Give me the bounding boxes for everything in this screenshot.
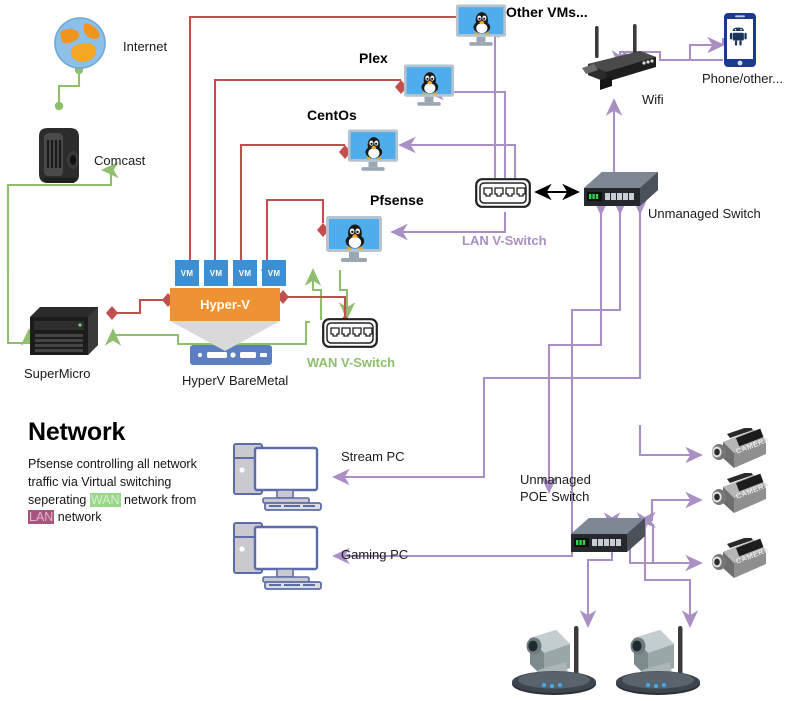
unmanaged-switch-label: Unmanaged Switch [648,206,761,221]
desktop-pc-icon [232,519,328,596]
network-switch-icon [565,514,647,561]
lan-highlight: LAN [28,510,55,525]
bullet-camera-icon: CAMERA [706,536,771,591]
bullet-camera-icon: CAMERA [706,426,771,481]
linux-vm-monitor-icon [325,215,383,270]
desc-part-2: network from [120,492,197,507]
centos-label: CentOs [307,107,357,123]
hyperv-bar: Hyper-V [170,288,280,321]
vswitch-ports-icon [322,318,378,353]
vm-box-4: VM [262,260,286,286]
internet-label: Internet [123,39,168,54]
android-phone-icon [723,12,757,73]
desc-part-3: network [54,510,102,525]
ptz-camera-icon [508,618,600,701]
unmanaged-poe-switch-label-line2: POE Switch [520,489,590,504]
page-title: Network [28,418,126,446]
vm-box-2: VM [204,260,228,286]
server-tower-icon [26,303,102,364]
supermicro-label: SuperMicro [24,366,91,381]
other-vms-label: Other VMs... [506,4,588,20]
globe-icon [53,16,107,75]
legend-block: Network Pfsense controlling all network … [28,418,208,527]
gaming-pc-label: Gaming PC [341,547,409,562]
desktop-pc-icon [232,440,328,517]
wan-links [6,65,356,346]
desc-part-1: Pfsense controlling all network traffic … [28,457,197,507]
comcast-label: Comcast [94,153,146,168]
pfsense-label: Pfsense [370,192,424,208]
plex-label: Plex [359,50,388,66]
legend-description: Pfsense controlling all network traffic … [28,456,208,527]
hyperv-funnel [170,321,280,351]
linux-vm-monitor-icon [455,3,507,54]
wifi-label: Wifi [642,92,664,107]
wan-highlight: WAN [89,492,121,507]
vswitch-ports-icon [475,178,531,213]
stream-pc-label: Stream PC [341,449,405,464]
hyperv-baremetal-label: HyperV BareMetal [182,373,289,388]
bullet-camera-icon: CAMERA [706,471,771,526]
phone-label: Phone/other... [702,71,783,86]
unmanaged-poe-switch-label-line1: Unmanaged [520,472,591,487]
lan-links [332,21,725,628]
ptz-camera-icon [612,618,704,701]
cable-modem-icon [31,124,89,191]
vm-box-1: VM [175,260,199,286]
vm-box-3: VM [233,260,257,286]
wireless-router-icon [578,24,660,95]
lan-vswitch-label: LAN V-Switch [462,233,547,248]
linux-vm-monitor-icon [403,63,455,114]
vm-row: VM VM VM VM [175,260,286,286]
hyperv-stack: VM VM VM VM Hyper-V [170,260,286,351]
wan-vswitch-label: WAN V-Switch [307,355,396,370]
linux-vm-monitor-icon [347,128,399,179]
